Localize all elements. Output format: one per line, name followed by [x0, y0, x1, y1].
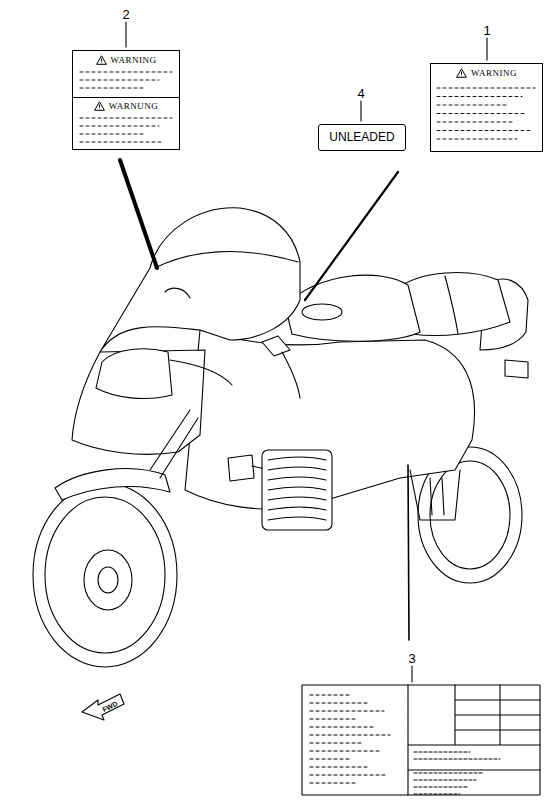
warning-triangle — [96, 55, 107, 65]
callout-number: 1 — [483, 24, 490, 37]
divider — [73, 97, 179, 98]
callout-number: 4 — [357, 87, 364, 100]
fuel-text: UNLEADED — [329, 130, 394, 144]
warning-label: WARNING WARNUNG — [72, 50, 180, 150]
label-heading-row: WARNING — [431, 68, 542, 79]
label-heading-row: WARNUNG — [73, 101, 179, 112]
fuel-label: UNLEADED — [318, 124, 406, 151]
label-heading-row: UNLEADED — [319, 130, 405, 144]
label-heading-row: WARNING — [73, 55, 179, 66]
warning-triangle — [94, 101, 105, 111]
callout-number: 2 — [122, 8, 129, 21]
callout-number: 3 — [408, 652, 415, 665]
warning-triangle — [456, 68, 467, 78]
warning-label: WARNING — [430, 63, 543, 152]
warning-heading: WARNING — [471, 68, 517, 79]
warning-heading: WARNUNG — [109, 101, 159, 112]
warning-heading: WARNING — [111, 55, 157, 66]
